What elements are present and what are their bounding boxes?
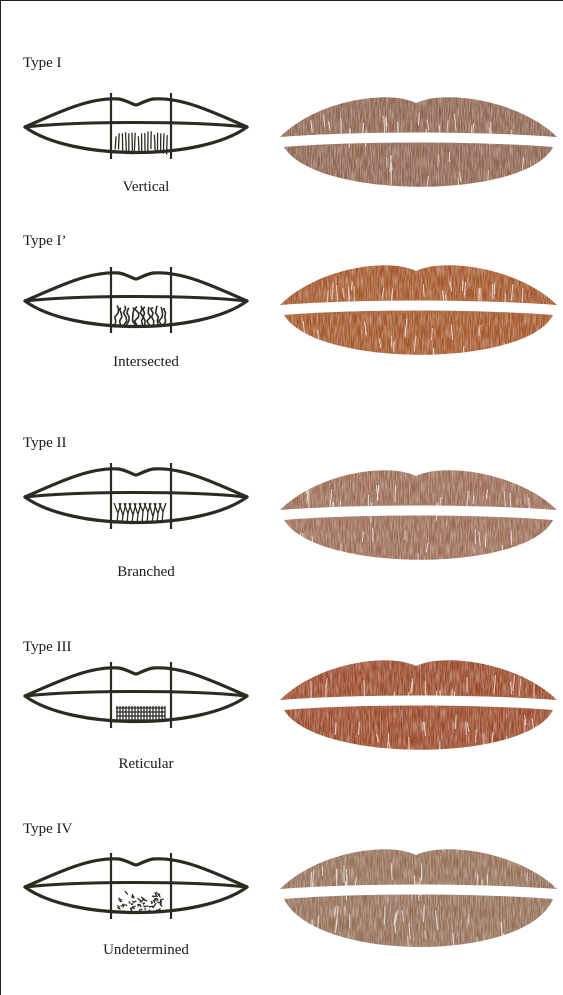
type-label: Type I bbox=[23, 55, 62, 72]
pattern-caption: Branched bbox=[41, 564, 251, 581]
lip-print-photo bbox=[276, 456, 561, 581]
groove-pattern bbox=[115, 306, 166, 325]
pattern-caption: Vertical bbox=[41, 179, 251, 196]
type-label: Type II bbox=[23, 435, 67, 452]
mouth-line bbox=[25, 493, 247, 498]
lip-print-photo bbox=[276, 83, 561, 208]
lip-print-photo bbox=[276, 831, 561, 971]
pattern-caption: Undetermined bbox=[41, 942, 251, 959]
pattern-caption: Reticular bbox=[41, 756, 251, 773]
mouth-line bbox=[25, 692, 247, 697]
type-label: Type III bbox=[23, 639, 72, 656]
lip-sketch bbox=[21, 459, 251, 531]
lip-sketch bbox=[21, 658, 251, 730]
mouth-line bbox=[25, 883, 247, 888]
pattern-caption: Intersected bbox=[41, 354, 251, 371]
groove-pattern bbox=[117, 891, 163, 913]
lip-print-photo bbox=[276, 251, 561, 376]
groove-pattern bbox=[114, 503, 166, 523]
lower-lip-outline bbox=[25, 127, 247, 153]
mouth-line bbox=[25, 123, 247, 128]
groove-pattern bbox=[116, 706, 165, 722]
lip-sketch bbox=[21, 849, 251, 921]
lip-print-photo bbox=[276, 646, 561, 771]
type-label: Type I’ bbox=[23, 233, 67, 250]
type-label: Type IV bbox=[23, 821, 72, 838]
mouth-line bbox=[25, 297, 247, 302]
lip-sketch bbox=[21, 89, 251, 161]
lip-sketch bbox=[21, 263, 251, 335]
lower-lip-outline bbox=[25, 887, 247, 913]
lower-lip-outline bbox=[25, 696, 247, 722]
